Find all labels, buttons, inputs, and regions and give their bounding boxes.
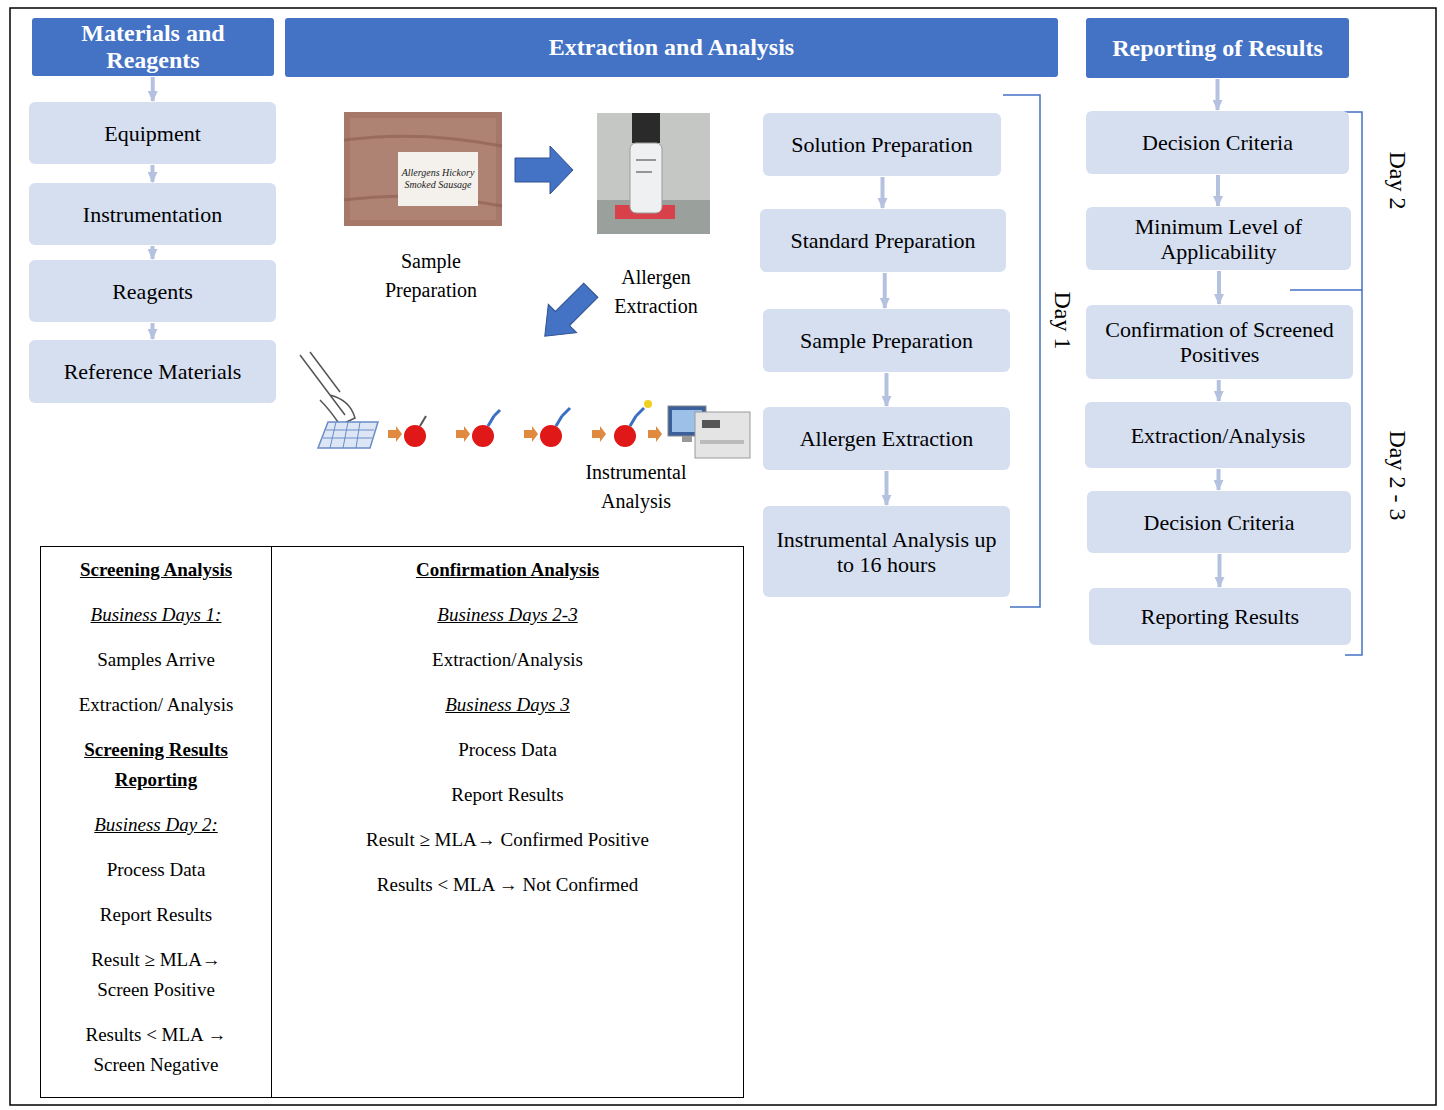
box-label: Materials and Reagents (42, 20, 264, 74)
section-header: Reporting of Results (1086, 18, 1349, 78)
flow-arrow (151, 77, 155, 101)
schedule-line: Result ≥ MLA→ Screen Positive (71, 945, 241, 1005)
day-label: Day 2 - 3 (1380, 405, 1415, 545)
flow-arrow (885, 471, 889, 505)
day-label: Day 1 (1045, 260, 1080, 380)
process-box: Instrumental Analysis up to 16 hours (763, 506, 1010, 597)
box-label: Equipment (104, 121, 201, 146)
flow-arrow (1217, 271, 1221, 304)
schedule-panel: Screening AnalysisBusiness Days 1: Sample… (40, 546, 272, 1098)
day-label: Day 2 (1380, 120, 1415, 240)
flow-arrow (881, 177, 885, 208)
process-box: Solution Preparation (763, 113, 1001, 176)
flow-arrow (151, 246, 155, 259)
assay-icons (300, 352, 750, 458)
process-box: Confirmation of Screened Positives (1086, 305, 1353, 379)
schedule-line: Results < MLA → Not Confirmed (377, 870, 638, 900)
flow-arrow-graphic (515, 146, 573, 194)
step-caption: Sample Preparation (371, 247, 491, 305)
schedule-line: Business Days 3 (445, 690, 570, 720)
process-box: Minimum Level of Applicability (1086, 207, 1351, 270)
flow-arrow (885, 373, 889, 406)
schedule-line: Screening Analysis (80, 555, 232, 585)
box-label: Reporting of Results (1112, 35, 1323, 62)
flow-arrow (1217, 380, 1221, 401)
flow-arrow (151, 323, 155, 339)
process-box: Sample Preparation (763, 309, 1010, 372)
box-label: Reference Materials (64, 359, 242, 384)
box-label: Confirmation of Screened Positives (1096, 317, 1343, 367)
process-box: Reporting Results (1089, 588, 1351, 645)
schedule-line: Result ≥ MLA→ Confirmed Positive (366, 825, 649, 855)
section-header: Extraction and Analysis (285, 18, 1058, 77)
box-label: Instrumentation (83, 202, 222, 227)
schedule-line: Business Days 1: (91, 600, 222, 630)
schedule-line: Business Days 2-3 (437, 600, 577, 630)
box-label: Reporting Results (1141, 604, 1299, 629)
schedule-line: Report Results (451, 780, 563, 810)
schedule-line: Extraction/ Analysis (79, 690, 234, 720)
box-label: Decision Criteria (1144, 510, 1295, 535)
process-box: Instrumentation (29, 183, 276, 245)
process-box: Allergen Extraction (763, 407, 1010, 470)
box-label: Instrumental Analysis up to 16 hours (773, 527, 1000, 577)
process-box: Decision Criteria (1086, 111, 1349, 174)
box-label: Allergen Extraction (800, 426, 974, 451)
box-label: Extraction/Analysis (1131, 423, 1306, 448)
sample-photo (344, 112, 502, 226)
process-box: Equipment (29, 102, 276, 164)
schedule-line: Screening Results Reporting (51, 735, 261, 795)
flow-arrow (883, 273, 887, 308)
box-label: Extraction and Analysis (549, 34, 794, 61)
box-label: Sample Preparation (800, 328, 973, 353)
process-box: Reference Materials (29, 340, 276, 403)
schedule-line: Report Results (100, 900, 212, 930)
schedule-line: Confirmation Analysis (416, 555, 599, 585)
flow-arrow (151, 165, 155, 182)
box-label: Standard Preparation (790, 228, 975, 253)
flow-arrow (1216, 175, 1220, 206)
flow-arrow (1216, 79, 1220, 110)
box-label: Minimum Level of Applicability (1096, 214, 1341, 264)
schedule-panel: Confirmation AnalysisBusiness Days 2-3Ex… (271, 546, 744, 1098)
process-box: Extraction/Analysis (1085, 402, 1351, 468)
process-box: Decision Criteria (1087, 491, 1351, 553)
box-label: Decision Criteria (1142, 130, 1293, 155)
process-box: Reagents (29, 260, 276, 322)
flow-arrow (1218, 554, 1222, 587)
schedule-line: Process Data (107, 855, 206, 885)
section-header: Materials and Reagents (32, 18, 274, 76)
process-box: Standard Preparation (760, 209, 1006, 272)
schedule-line: Samples Arrive (97, 645, 215, 675)
schedule-line: Business Day 2: (94, 810, 217, 840)
box-label: Solution Preparation (791, 132, 972, 157)
step-caption: Instrumental Analysis (571, 458, 701, 516)
step-caption: Allergen Extraction (601, 263, 711, 321)
box-label: Reagents (112, 279, 193, 304)
schedule-line: Results < MLA → Screen Negative (71, 1020, 241, 1080)
flow-arrow-graphic (531, 276, 605, 350)
figure-border (10, 8, 1436, 1105)
extraction-photo (597, 113, 710, 234)
schedule-line: Process Data (458, 735, 557, 765)
schedule-line: Extraction/Analysis (432, 645, 583, 675)
flow-arrow (1217, 469, 1221, 490)
photo-tag: Allergens Hickory Smoked Sausage (401, 167, 475, 191)
